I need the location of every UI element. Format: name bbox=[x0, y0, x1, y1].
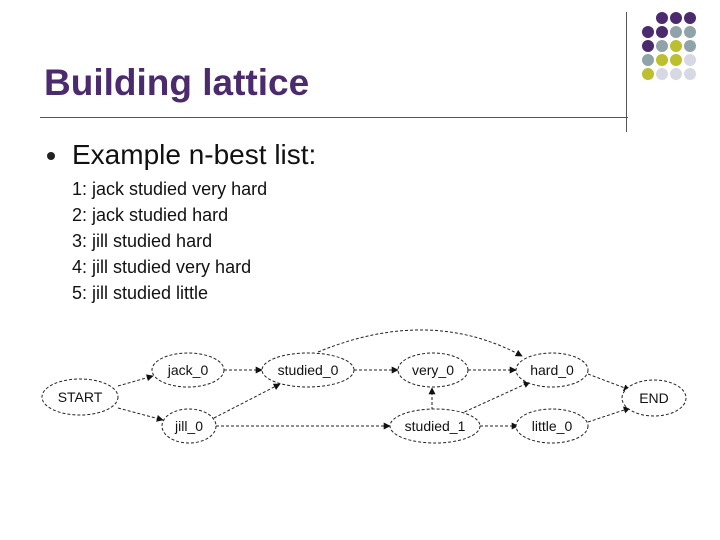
node-label-studied-0: studied_0 bbox=[278, 362, 339, 378]
decorative-dot bbox=[642, 54, 654, 66]
decorative-dot bbox=[656, 68, 668, 80]
decorative-dot bbox=[656, 26, 668, 38]
edge-little-end bbox=[587, 406, 631, 423]
decorative-dot bbox=[684, 40, 696, 52]
nbest-list: 1: jack studied very hard 2: jack studie… bbox=[72, 176, 267, 306]
node-label-end: END bbox=[639, 390, 669, 406]
nbest-item-5: 5: jill studied little bbox=[72, 283, 209, 303]
edge-hard-end bbox=[587, 373, 631, 392]
decorative-dot bbox=[684, 54, 696, 66]
edge-start-jill bbox=[117, 407, 164, 422]
decorative-dot bbox=[684, 26, 696, 38]
edge-studied0-hard-arc bbox=[317, 329, 523, 357]
decorative-dot bbox=[670, 40, 682, 52]
node-studied-1 bbox=[389, 408, 481, 444]
node-hard-0 bbox=[515, 352, 589, 388]
title-underline bbox=[40, 117, 628, 118]
decorative-dot bbox=[684, 68, 696, 80]
nbest-item-3: 3: jill studied hard bbox=[72, 231, 213, 251]
edge-start-jack bbox=[117, 374, 154, 387]
bullet-heading: Example n-best list: bbox=[72, 139, 317, 170]
node-label-very-0: very_0 bbox=[412, 362, 454, 378]
node-label-studied-1: studied_1 bbox=[405, 418, 466, 434]
decorative-dot-grid bbox=[642, 12, 696, 80]
decorative-dot bbox=[642, 26, 654, 38]
vertical-divider bbox=[626, 12, 627, 132]
edge-studied1-hard bbox=[459, 381, 531, 415]
decorative-dot bbox=[670, 68, 682, 80]
node-label-little-0: little_0 bbox=[532, 418, 573, 434]
nbest-item-4: 4: jill studied very hard bbox=[72, 257, 252, 277]
node-start bbox=[41, 378, 119, 416]
node-jill-0 bbox=[161, 408, 217, 444]
bullet-dot-icon bbox=[47, 152, 55, 160]
decorative-dot bbox=[642, 68, 654, 80]
node-label-jill-0: jill_0 bbox=[174, 418, 203, 434]
slide-title: Building lattice bbox=[44, 62, 310, 103]
nbest-item-2: 2: jack studied hard bbox=[72, 205, 229, 225]
decorative-dot bbox=[656, 40, 668, 52]
decorative-dot bbox=[684, 12, 696, 24]
decorative-dot bbox=[656, 54, 668, 66]
node-very-0 bbox=[397, 352, 469, 388]
node-jack-0 bbox=[151, 352, 225, 388]
decorative-dot bbox=[670, 26, 682, 38]
decorative-dot bbox=[642, 40, 654, 52]
node-label-start: START bbox=[58, 389, 103, 405]
decorative-dot bbox=[670, 54, 682, 66]
nbest-item-1: 1: jack studied very hard bbox=[72, 179, 268, 199]
node-studied-0 bbox=[261, 352, 355, 388]
decorative-dot bbox=[670, 12, 682, 24]
node-end bbox=[621, 379, 687, 417]
decorative-dot bbox=[656, 12, 668, 24]
node-label-hard-0: hard_0 bbox=[530, 362, 574, 378]
node-label-jack-0: jack_0 bbox=[167, 362, 209, 378]
node-little-0 bbox=[515, 408, 589, 444]
edge-jill-studied0 bbox=[213, 383, 281, 419]
